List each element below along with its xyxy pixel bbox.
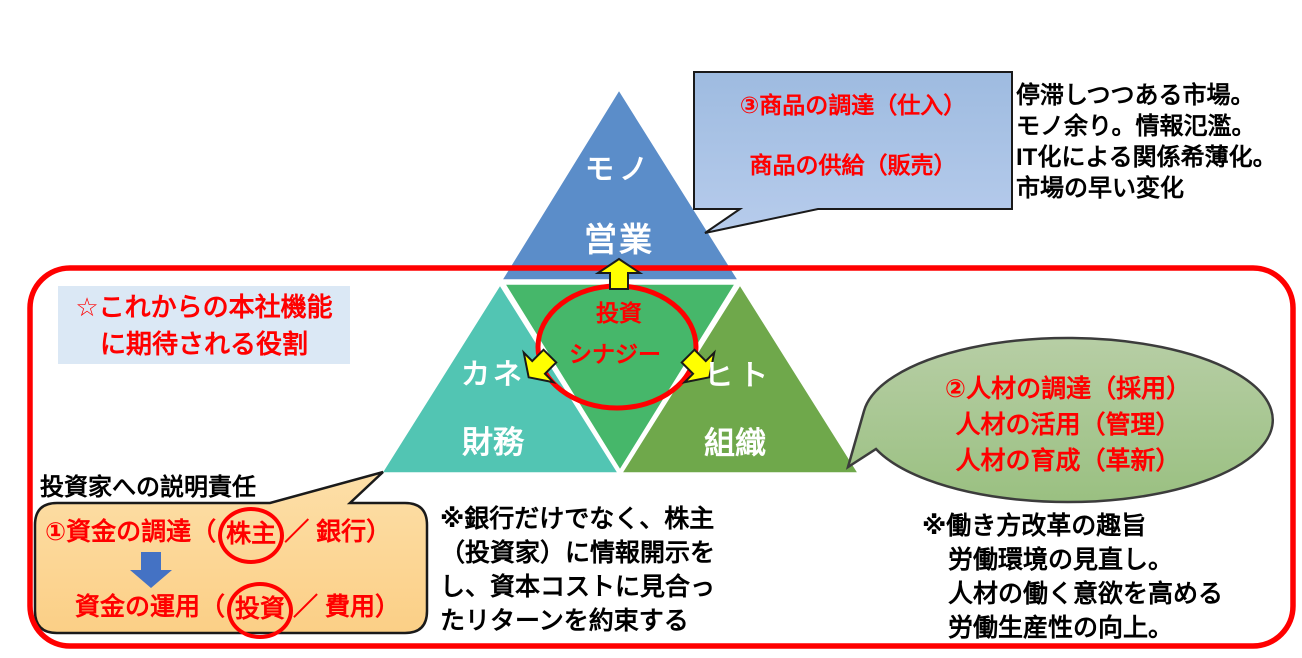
label-zaimu: 財務 — [462, 425, 524, 460]
label-synergy: シナジー — [569, 341, 661, 367]
hr-bubble-text: ②人材の調達（採用） 人材の活用（管理） 人材の育成（革新） — [863, 371, 1273, 479]
finance-note-line: し、資本コストに見合っ — [440, 573, 716, 601]
goods-bubble-line: 商品の供給（販売） — [749, 152, 957, 178]
label-mono: モノ — [584, 154, 653, 186]
hr-note-line: 労働環境の見直し。 — [948, 546, 1174, 574]
label-kane: カネ — [460, 359, 525, 391]
red-frame — [27, 265, 1296, 649]
role-label-box: ☆これからの本社機能 に期待される役割 — [58, 286, 350, 364]
pyramid-right-triangle — [616, 279, 864, 476]
market-note-line: 市場の早い変化 — [1016, 175, 1184, 202]
market-note-line: モノ余り。情報氾濫。 — [1016, 113, 1256, 140]
market-note: 停滞しつつある市場。 モノ余り。情報氾濫。 IT化による関係希薄化。 市場の早い… — [1016, 80, 1277, 204]
finance-note-line: （投資家）に情報開示を — [440, 539, 716, 567]
hr-bubble-line: 人材の活用（管理） — [955, 411, 1181, 439]
finance-bubble-row1: ①資金の調達（株主／ 銀行） — [45, 507, 392, 564]
hr-note-line: 労働生産性の向上。 — [948, 614, 1174, 642]
finance-row2-circled-word: 投資 — [227, 582, 294, 639]
finance-row1-circled-word: 株主 — [218, 507, 285, 564]
label-eigyo: 営業 — [584, 221, 654, 258]
hr-bubble-line: ②人材の調達（採用） — [944, 375, 1192, 403]
hr-note-line: 人材の働く意欲を高める — [948, 580, 1224, 608]
goods-speech-bubble — [693, 71, 1013, 234]
finance-note-line: たリターンを約束する — [440, 607, 689, 635]
goods-bubble-text: ③商品の調達（仕入） 商品の供給（販売） — [694, 90, 1012, 180]
goods-bubble-line: ③商品の調達（仕入） — [739, 92, 967, 118]
hr-note-line: ※働き方改革の趣旨 — [922, 512, 1147, 540]
arrow-down-right-icon — [680, 348, 716, 384]
label-hito: ヒト — [703, 360, 774, 392]
finance-bubble-row2: 資金の運用（投資／ 費用） — [75, 582, 400, 639]
finance-row2-post: ／ 費用） — [293, 593, 400, 621]
market-note-line: 停滞しつつある市場。 — [1016, 82, 1255, 109]
label-toshi: 投資 — [596, 300, 642, 326]
hr-note: ※働き方改革の趣旨 労働環境の見直し。 人材の働く意欲を高める 労働生産性の向上… — [922, 509, 1223, 645]
finance-note-line: ※銀行だけでなく、株主 — [440, 505, 715, 533]
role-label-line: ☆これからの本社機能 — [75, 292, 333, 322]
role-label-line: に期待される役割 — [99, 329, 308, 359]
finance-row2-pre: 資金の運用（ — [75, 593, 226, 621]
pyramid-left-triangle — [376, 279, 624, 476]
market-note-line: IT化による関係希薄化。 — [1016, 144, 1277, 171]
finance-row1-pre: ①資金の調達（ — [45, 518, 217, 546]
hr-speech-bubble — [845, 336, 1274, 504]
finance-row1-post: ／ 銀行） — [284, 518, 392, 546]
arrow-down-left-icon — [522, 348, 558, 384]
blue-down-arrow-icon — [130, 552, 172, 588]
label-soshiki: 組織 — [704, 426, 766, 461]
finance-note: ※銀行だけでなく、株主 （投資家）に情報開示を し、資本コストに見合っ たリター… — [440, 502, 715, 638]
accountability-label: 投資家への説明責任 — [40, 474, 256, 501]
arrow-up-icon — [594, 257, 644, 290]
hr-bubble-line: 人材の育成（革新） — [955, 447, 1181, 475]
